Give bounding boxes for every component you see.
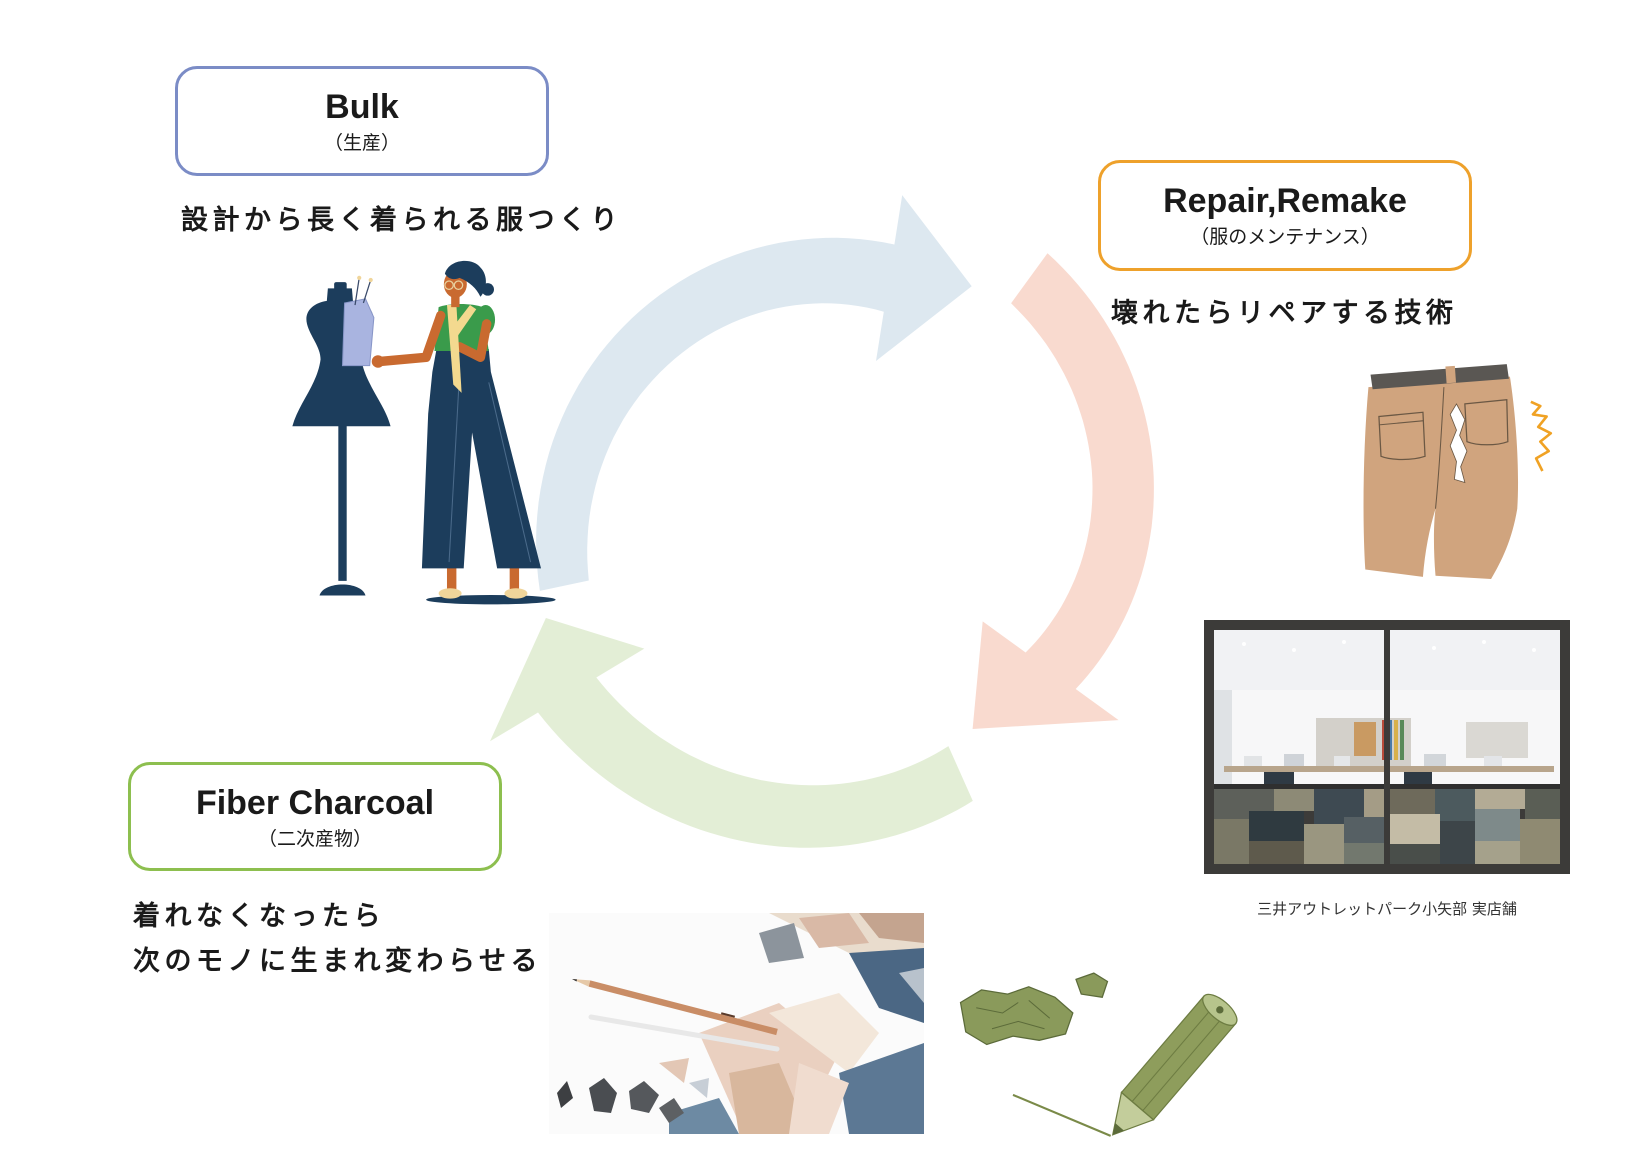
pencil-charcoal-icon xyxy=(959,972,1238,1137)
fiber-description-line-2: 次のモノに生まれ変わらせる xyxy=(133,946,542,977)
fiber-subtitle: （二次産物） xyxy=(257,828,372,850)
pencil-fabric-photo xyxy=(549,913,924,1134)
store-photo-caption: 三井アウトレットパーク小矢部 実店舗 xyxy=(1257,900,1517,918)
mannequin-icon xyxy=(292,275,391,596)
repair-stage-box: Repair,Remake （服のメンテナンス） xyxy=(1098,160,1472,271)
arrow-fiber-to-bulk xyxy=(490,618,973,848)
charcoal-icon xyxy=(959,972,1109,1046)
bulk-subtitle: （生産） xyxy=(323,132,400,154)
bulk-title: Bulk xyxy=(325,88,399,126)
fiber-stage-box: Fiber Charcoal （二次産物） xyxy=(128,762,502,871)
pencil xyxy=(572,979,778,1036)
tailor-figure xyxy=(371,260,556,605)
repair-title: Repair,Remake xyxy=(1163,182,1407,220)
fabric-patchwork xyxy=(1214,789,1560,864)
tailor-mannequin-icon xyxy=(292,260,556,605)
repair-description: 壊れたらリペアする技術 xyxy=(1111,298,1458,329)
fiber-description-line-1: 着れなくなったら xyxy=(133,901,385,932)
bulk-stage-box: Bulk （生産） xyxy=(175,66,549,176)
fiber-title: Fiber Charcoal xyxy=(195,784,435,822)
bulk-description: 設計から長く着られる服つくり xyxy=(181,205,622,236)
store-photo xyxy=(1204,620,1570,874)
arrow-repair-to-fiber xyxy=(972,253,1154,729)
torn-pants-icon xyxy=(1363,364,1553,579)
arrow-bulk-to-repair xyxy=(536,195,972,591)
pencil-icon xyxy=(1111,993,1238,1136)
repair-subtitle: （服のメンテナンス） xyxy=(1190,226,1380,248)
